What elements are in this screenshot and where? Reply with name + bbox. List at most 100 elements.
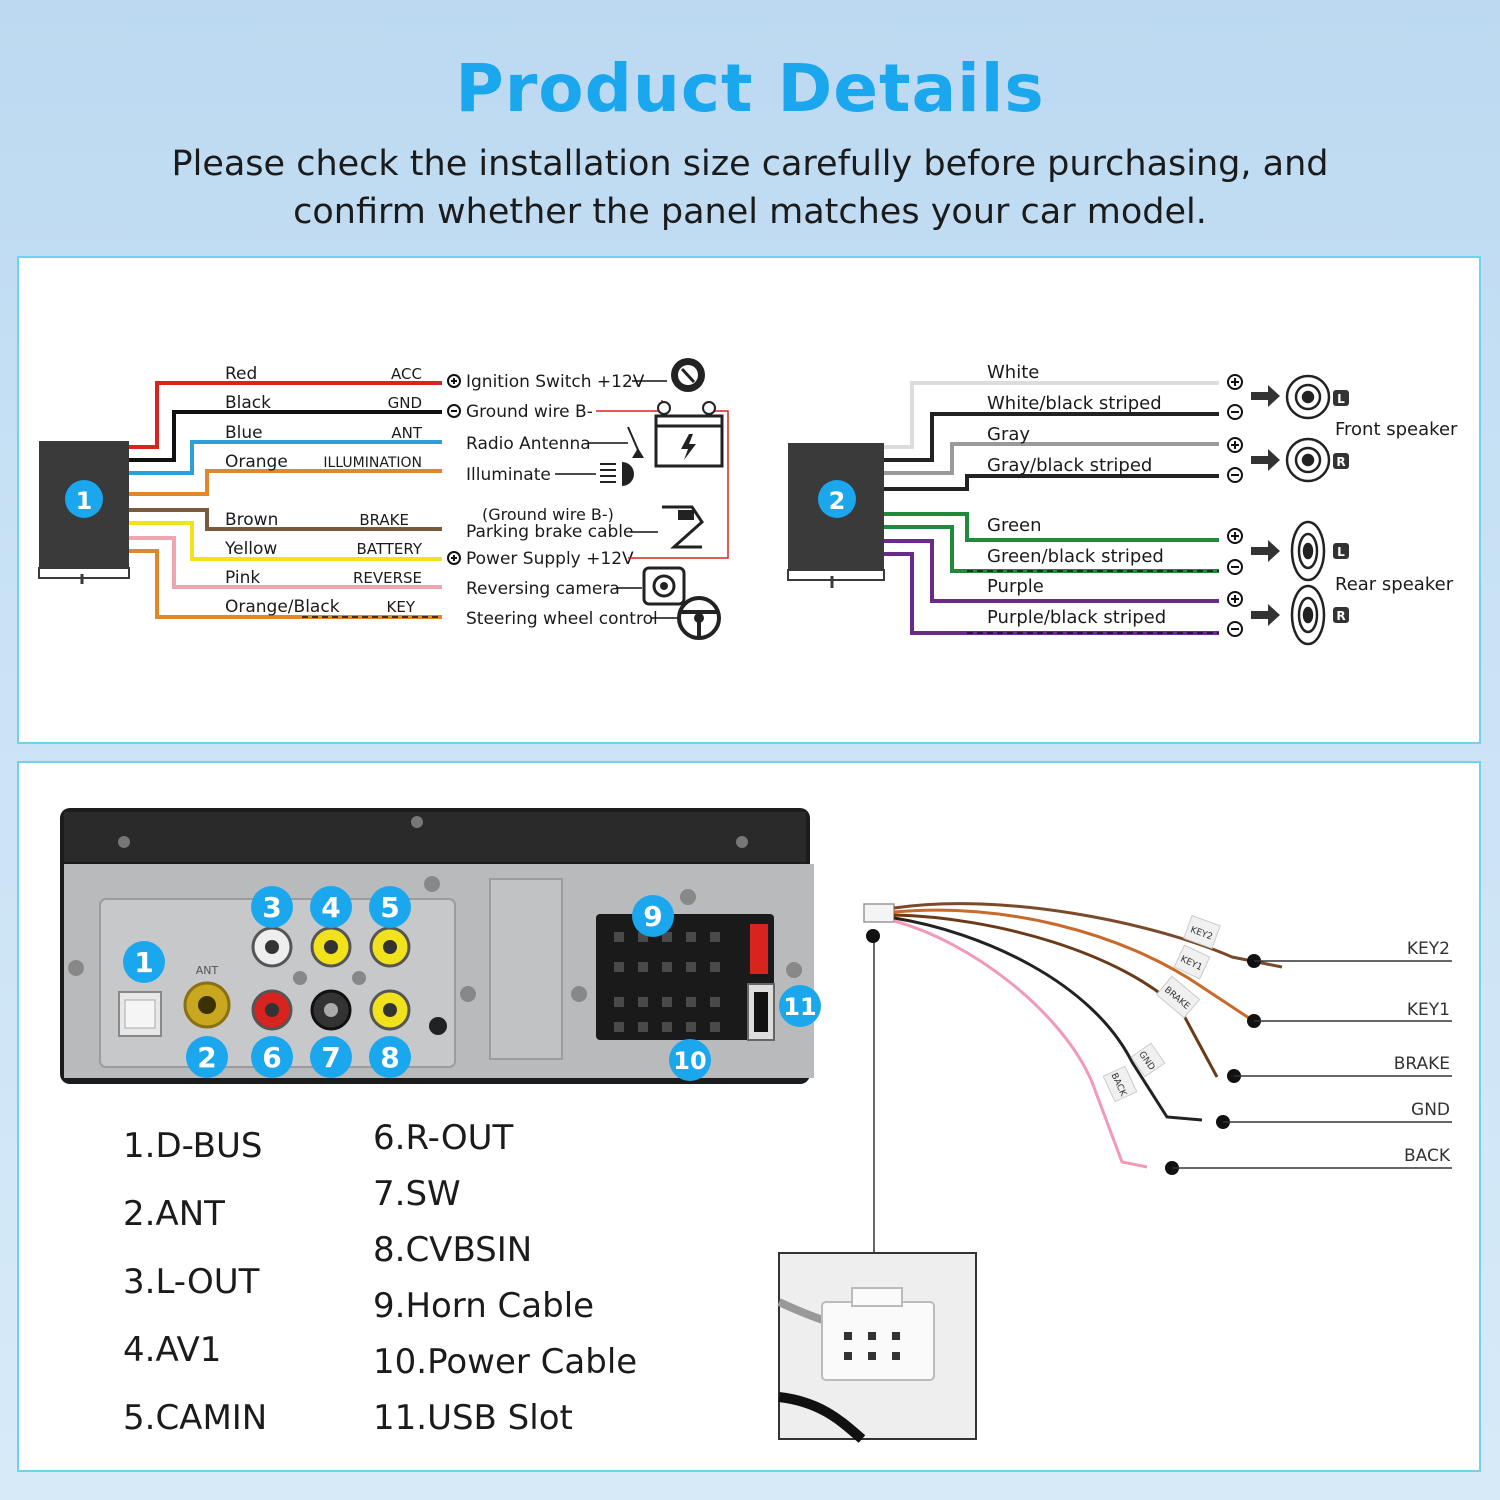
unit-details-svg: ANT 1 2 3 4 5 6 7 8 9 10 11 bbox=[60, 808, 1452, 1443]
legend-left-column: 1.D-BUS 2.ANT 3.L-OUT 4.AV1 5.CAMIN bbox=[123, 1126, 267, 1466]
wire-orange bbox=[129, 469, 442, 496]
marker-1-text: 1 bbox=[134, 946, 153, 979]
subtitle-line-2: confirm whether the panel matches your c… bbox=[293, 192, 1207, 232]
marker-2: 2 bbox=[186, 1036, 228, 1078]
minus-icon bbox=[1227, 467, 1243, 483]
speaker-icon bbox=[1285, 374, 1331, 420]
antenna-icon bbox=[627, 426, 644, 458]
marker-6-text: 6 bbox=[262, 1041, 281, 1074]
wire-label-black: Black bbox=[225, 393, 271, 413]
page-title: Product Details bbox=[455, 50, 1045, 127]
connector-2-wires bbox=[884, 381, 1219, 635]
rear-speaker-label: Rear speaker bbox=[1335, 574, 1454, 595]
battery-icon bbox=[654, 401, 724, 468]
port-markers: 1 2 3 4 5 6 7 8 9 10 11 bbox=[123, 886, 821, 1081]
marker-2-text: 2 bbox=[197, 1041, 216, 1074]
ignition-key-icon bbox=[671, 358, 705, 392]
wire-black bbox=[129, 410, 442, 462]
legend-item: 3.L-OUT bbox=[123, 1262, 260, 1302]
marker-4: 4 bbox=[310, 886, 352, 928]
marker-9-text: 9 bbox=[643, 900, 662, 933]
side-badge-r: R bbox=[1333, 607, 1349, 623]
wire-label-purple-black: Purple/black striped bbox=[987, 607, 1166, 628]
legend-item: 7.SW bbox=[373, 1174, 461, 1214]
desc-ground: Ground wire B- bbox=[466, 402, 593, 422]
side-badge-l: L bbox=[1333, 543, 1349, 559]
wire-label-white-black: White/black striped bbox=[987, 393, 1162, 414]
harness-label-back: BACK bbox=[1404, 1146, 1451, 1166]
plus-icon bbox=[1227, 437, 1243, 453]
minus-icon bbox=[1227, 404, 1243, 420]
wire-brown bbox=[129, 508, 442, 531]
wire-label-purple: Purple bbox=[987, 576, 1044, 597]
connector-1-wires bbox=[129, 381, 442, 619]
rca-port-white bbox=[251, 926, 293, 968]
desc-steering: Steering wheel control bbox=[466, 609, 658, 629]
wire-label-gray: Gray bbox=[987, 424, 1030, 445]
minus-icon bbox=[1227, 559, 1243, 575]
plus-icon bbox=[1227, 528, 1243, 544]
wire-label-blue: Blue bbox=[225, 423, 263, 443]
wire-label-orange-black: Orange/Black bbox=[225, 597, 340, 617]
headlight-icon bbox=[600, 462, 634, 486]
marker-1: 1 bbox=[123, 941, 165, 983]
legend-item: 8.CVBSIN bbox=[373, 1230, 533, 1270]
usb-slot bbox=[747, 983, 775, 1041]
marker-10-text: 10 bbox=[673, 1047, 706, 1075]
d-bus-port bbox=[118, 991, 162, 1037]
legend-item: 5.CAMIN bbox=[123, 1398, 268, 1438]
unit-details-panel: ANT 1 2 3 4 5 6 7 8 9 10 11 bbox=[17, 761, 1481, 1472]
legend-item: 9.Horn Cable bbox=[373, 1286, 595, 1326]
desc-illuminate: Illuminate bbox=[466, 465, 551, 485]
wire-label-green: Green bbox=[987, 515, 1042, 536]
legend-item: 4.AV1 bbox=[123, 1330, 222, 1370]
harness-label-key1: KEY1 bbox=[1407, 1000, 1450, 1020]
connector-1-descriptions: Ignition Switch +12V Ground wire B- Radi… bbox=[447, 372, 729, 629]
desc-power: Power Supply +12V bbox=[466, 549, 634, 569]
wire-label-orange: Orange bbox=[225, 452, 288, 472]
marker-3-text: 3 bbox=[262, 891, 281, 924]
desc-brake-line1: (Ground wire B-) bbox=[482, 505, 614, 524]
arrow-icons bbox=[1251, 385, 1280, 626]
rca-port-yellow bbox=[310, 926, 352, 968]
marker-8-text: 8 bbox=[380, 1041, 399, 1074]
badge-text-r: R bbox=[1336, 609, 1345, 623]
desc-antenna: Radio Antenna bbox=[466, 434, 591, 454]
harness-tags: KEY2 KEY1 BRAKE GND BACK bbox=[1102, 914, 1221, 1103]
connector-1-marker bbox=[65, 480, 103, 518]
wire-blue bbox=[129, 440, 442, 475]
wire-red bbox=[129, 381, 442, 449]
marker-9: 9 bbox=[632, 895, 674, 937]
badge-text-r: R bbox=[1336, 455, 1345, 469]
connector-2-wire-labels: White White/black striped Gray Gray/blac… bbox=[987, 362, 1166, 628]
connector-1-number: 1 bbox=[76, 487, 93, 515]
harness-label-brake: BRAKE bbox=[1394, 1054, 1450, 1074]
wiring-diagram-svg: 1 Red ACC Black GND Blue ANT Orange ILLU… bbox=[38, 358, 1458, 646]
steering-harness bbox=[863, 902, 1283, 1252]
speaker-icon bbox=[1285, 437, 1331, 483]
badge-text-l: L bbox=[1337, 545, 1345, 559]
desc-ignition: Ignition Switch +12V bbox=[466, 372, 645, 392]
marker-11: 11 bbox=[779, 985, 821, 1027]
rca-port-red bbox=[251, 989, 293, 1031]
subtitle-line-1: Please check the installation size caref… bbox=[171, 144, 1329, 184]
wire-label-brown: Brown bbox=[225, 510, 278, 530]
wire-function-brake: BRAKE bbox=[359, 511, 409, 529]
ant-port-label: ANT bbox=[196, 964, 219, 977]
badge-text-l: L bbox=[1337, 392, 1345, 406]
wire-function-acc: ACC bbox=[391, 365, 422, 383]
legend-item: 11.USB Slot bbox=[373, 1398, 573, 1438]
harness-callouts: KEY2 KEY1 BRAKE GND BACK bbox=[866, 929, 1452, 1175]
side-badge-l: L bbox=[1333, 390, 1349, 406]
legend-right-column: 6.R-OUT 7.SW 8.CVBSIN 9.Horn Cable 10.Po… bbox=[373, 1118, 637, 1454]
marker-5-text: 5 bbox=[380, 891, 399, 924]
antenna-port: ANT bbox=[183, 964, 231, 1029]
wire-yellow bbox=[129, 521, 442, 561]
legend-item: 2.ANT bbox=[123, 1194, 225, 1234]
side-badge-r: R bbox=[1333, 453, 1349, 469]
legend-item: 1.D-BUS bbox=[123, 1126, 263, 1166]
front-speaker-label: Front speaker bbox=[1335, 419, 1458, 440]
wire-function-reverse: REVERSE bbox=[353, 569, 422, 587]
wire-label-green-black: Green/black striped bbox=[987, 546, 1164, 567]
wire-function-gnd: GND bbox=[388, 394, 422, 412]
